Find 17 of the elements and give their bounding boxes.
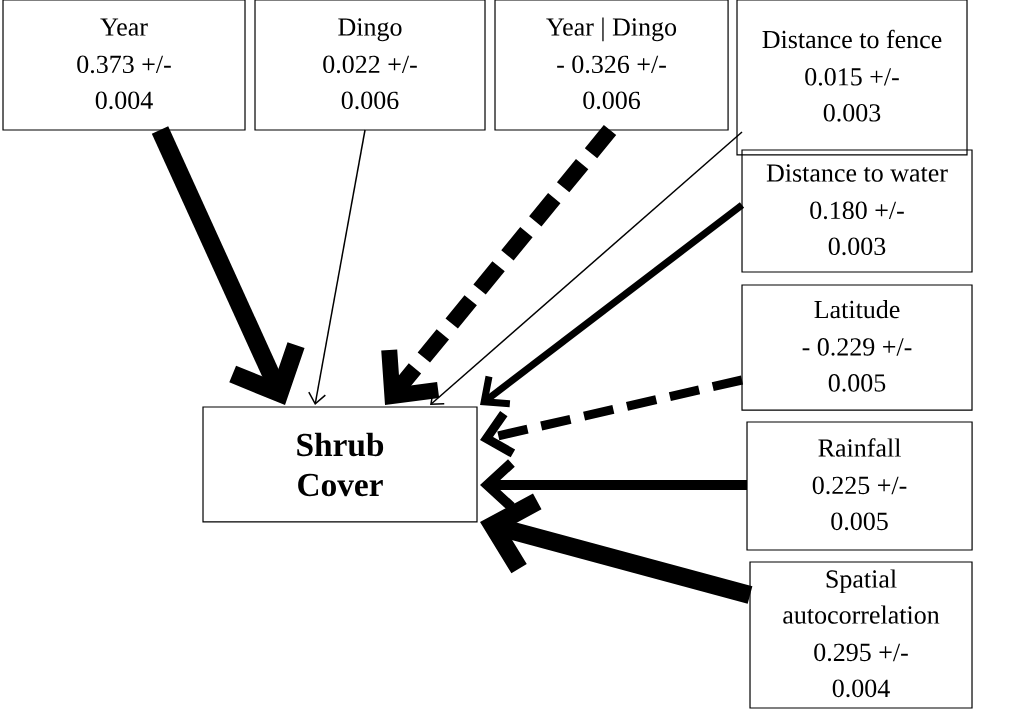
predictor-box: Dingo 0.022 +/- 0.006	[254, 0, 486, 131]
predictor-box: Year | Dingo - 0.326 +/- 0.006	[494, 0, 729, 131]
predictor-box: Distance to fence 0.015 +/- 0.003	[736, 0, 968, 156]
arrow	[480, 202, 745, 408]
predictor-box: Rainfall 0.225 +/- 0.005	[746, 421, 973, 551]
predictor-box: Latitude - 0.229 +/- 0.005	[741, 284, 973, 411]
arrow	[430, 131, 743, 405]
predictor-box: Year 0.373 +/- 0.004	[2, 0, 246, 131]
arrow	[381, 124, 617, 405]
arrow	[151, 126, 305, 405]
arrow	[480, 459, 747, 511]
arrow	[480, 375, 743, 458]
arrow	[308, 129, 366, 405]
predictor-box: Spatial autocorrelation 0.295 +/- 0.004	[749, 561, 973, 709]
predictor-box: Distance to water 0.180 +/- 0.003	[741, 149, 973, 273]
result-box: Shrub Cover	[202, 406, 478, 523]
arrow	[480, 493, 753, 604]
